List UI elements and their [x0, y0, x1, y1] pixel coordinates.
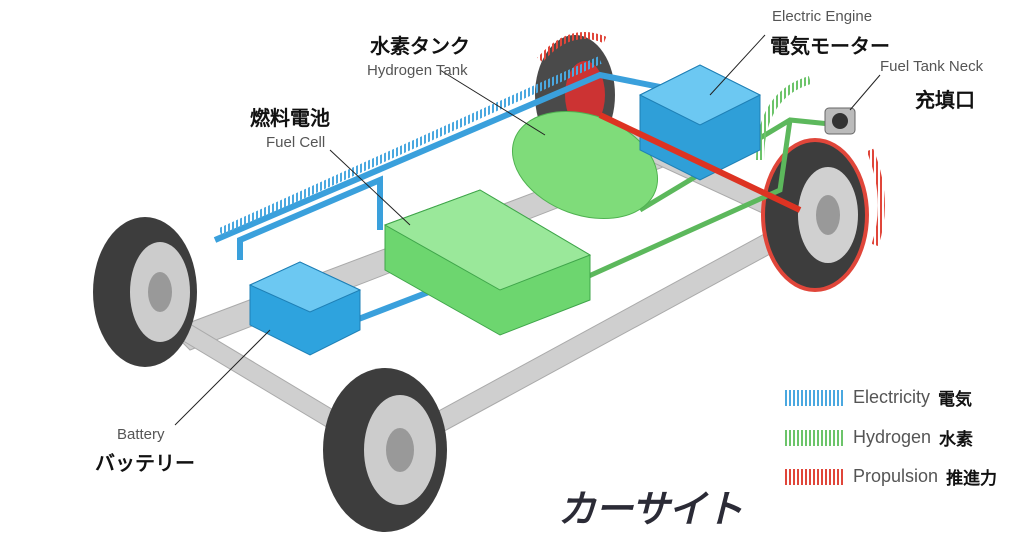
leader-lines [174, 34, 881, 426]
battery-pack [248, 261, 362, 356]
propulsion-swatch [785, 468, 845, 485]
legend-label-jp: 水素 [939, 430, 974, 450]
electricity-swatch [785, 389, 845, 406]
propulsion-arrow [537, 32, 607, 63]
legend-label-jp: 推進力 [946, 469, 998, 489]
legend-label: Propulsion [853, 466, 939, 486]
wheel-rear-left [323, 368, 447, 532]
fuel-tank-neck-label-jp: 充填口 [915, 88, 975, 112]
fuel-cell-label-en: Fuel Cell [266, 134, 326, 151]
hydrogen-swatch [785, 429, 845, 446]
legend-hydrogen: Hydrogen 水素 [785, 425, 973, 450]
legend-label: Electricity [853, 387, 931, 407]
carsite-logo: カーサイト [558, 487, 743, 531]
battery-label-jp: バッテリー [95, 451, 195, 475]
battery-label-en: Battery [117, 426, 165, 443]
hydrogen-tank-label-jp: 水素タンク [370, 34, 470, 58]
fuel-tank-neck [824, 107, 856, 135]
fuel-cell-stack [383, 189, 592, 336]
electric-engine-label-en: Electric Engine [772, 8, 873, 25]
legend-label-jp: 電気 [938, 390, 973, 410]
wheel-rear-right [761, 138, 869, 292]
hydrogen-tank-label-en: Hydrogen Tank [367, 62, 468, 79]
electricity-flow [218, 56, 602, 236]
electric-engine-label-jp: 電気モーター [770, 34, 890, 58]
legend-electricity: Electricity 電気 [785, 385, 972, 410]
legend-label: Hydrogen [853, 427, 932, 447]
hydrogen-flow [756, 76, 812, 161]
wheel-front-left [93, 217, 197, 367]
electricity-line [237, 175, 383, 260]
fuel-cell-label-jp: 燃料電池 [250, 106, 330, 130]
hydrogen-line [578, 119, 793, 283]
fuel-tank-neck-label-en: Fuel Tank Neck [880, 58, 984, 75]
drive-shaft [598, 112, 802, 213]
legend-propulsion: Propulsion 推進力 [785, 464, 997, 489]
propulsion-arrow [866, 148, 885, 247]
